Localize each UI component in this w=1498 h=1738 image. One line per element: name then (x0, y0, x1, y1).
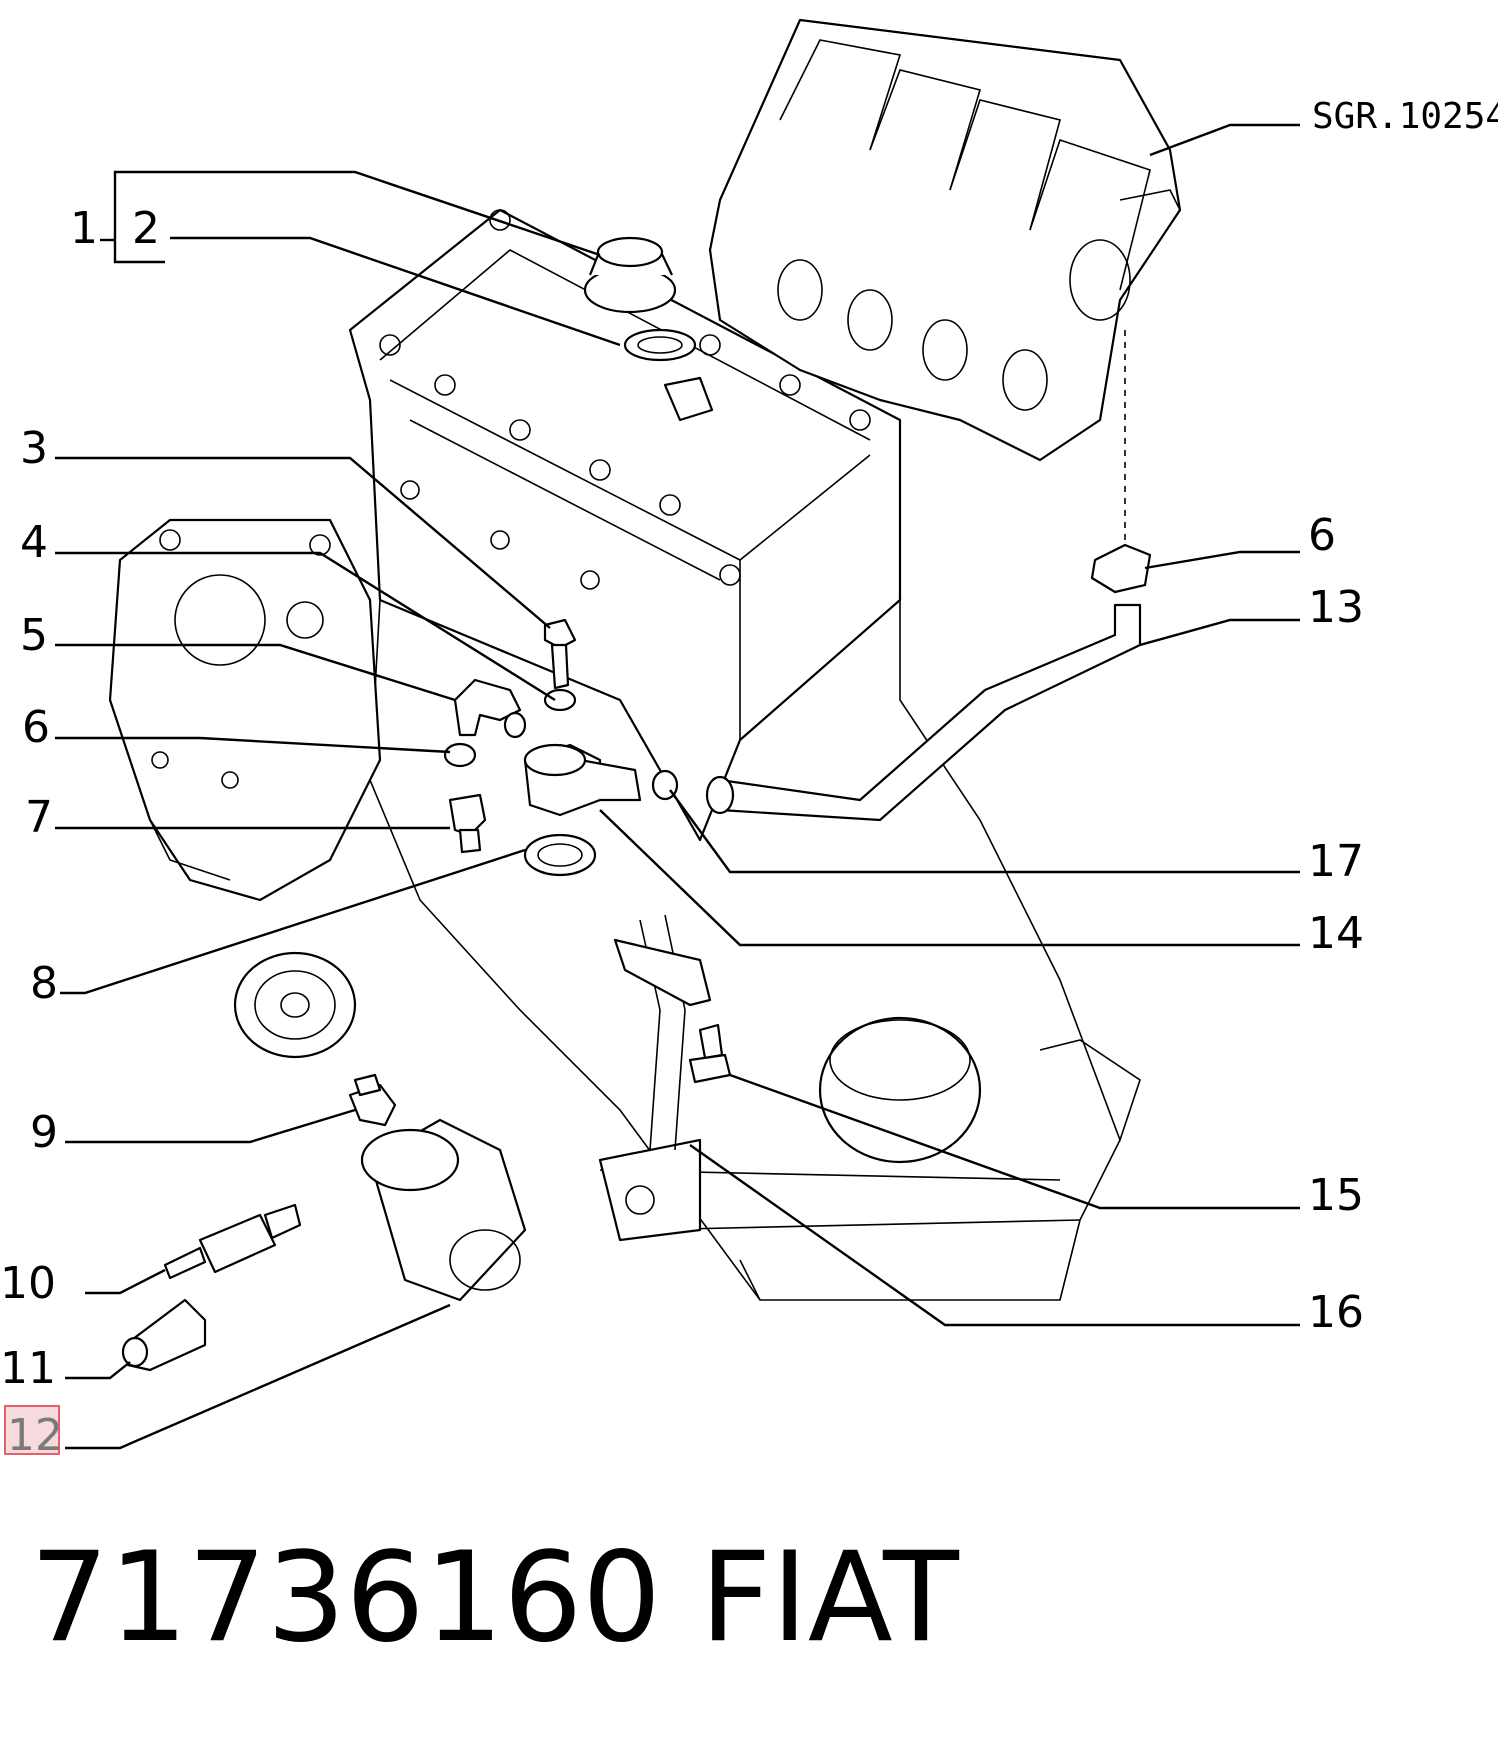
callout-17: 17 (1308, 836, 1364, 887)
callout-15: 15 (1308, 1170, 1364, 1221)
sensor-part (448, 793, 487, 854)
drawing-reference: SGR.10254 (1312, 96, 1498, 137)
callout-10: 10 (0, 1258, 56, 1309)
leader-lines (55, 123, 1300, 1450)
callout-6-left: 6 (22, 702, 50, 753)
part-number: 71736160 (30, 1526, 661, 1670)
callout-7: 7 (25, 792, 53, 843)
engine-block-drawing (108, 208, 1141, 1301)
elbow-hose-part (453, 678, 527, 739)
callout-1: 1 (70, 203, 98, 254)
oil-filter-part (348, 1073, 527, 1302)
callout-8: 8 (30, 958, 58, 1009)
thermostat-housing-part (523, 743, 642, 877)
bolt-part (543, 618, 577, 712)
callout-11: 11 (0, 1343, 56, 1394)
boot-part (121, 1298, 207, 1372)
intake-manifold-drawing (708, 18, 1182, 545)
pulley-part (233, 951, 357, 1059)
callout-labels: 1 2 3 4 5 6 7 8 9 10 11 12 SGR.10254 6 1… (0, 96, 1498, 1461)
callout-9: 9 (30, 1107, 58, 1158)
callout-12: 12 (7, 1410, 63, 1461)
callout-3: 3 (20, 423, 48, 474)
brand-name: FIAT (700, 1526, 960, 1670)
coolant-hose-part (705, 603, 1142, 822)
callout-2: 2 (132, 203, 160, 254)
callout-16: 16 (1308, 1287, 1364, 1338)
callout-13: 13 (1308, 582, 1364, 633)
callout-6-right: 6 (1308, 510, 1336, 561)
filler-cap-part (583, 236, 714, 422)
callout-14: 14 (1308, 908, 1364, 959)
footer: 71736160 FIAT (30, 1526, 960, 1670)
callout-4: 4 (20, 517, 48, 568)
spark-plug-part (163, 1203, 302, 1280)
oil-pressure-switch-part (688, 1023, 732, 1084)
callout-12-highlight (4, 1405, 60, 1455)
callout-5: 5 (20, 610, 48, 661)
